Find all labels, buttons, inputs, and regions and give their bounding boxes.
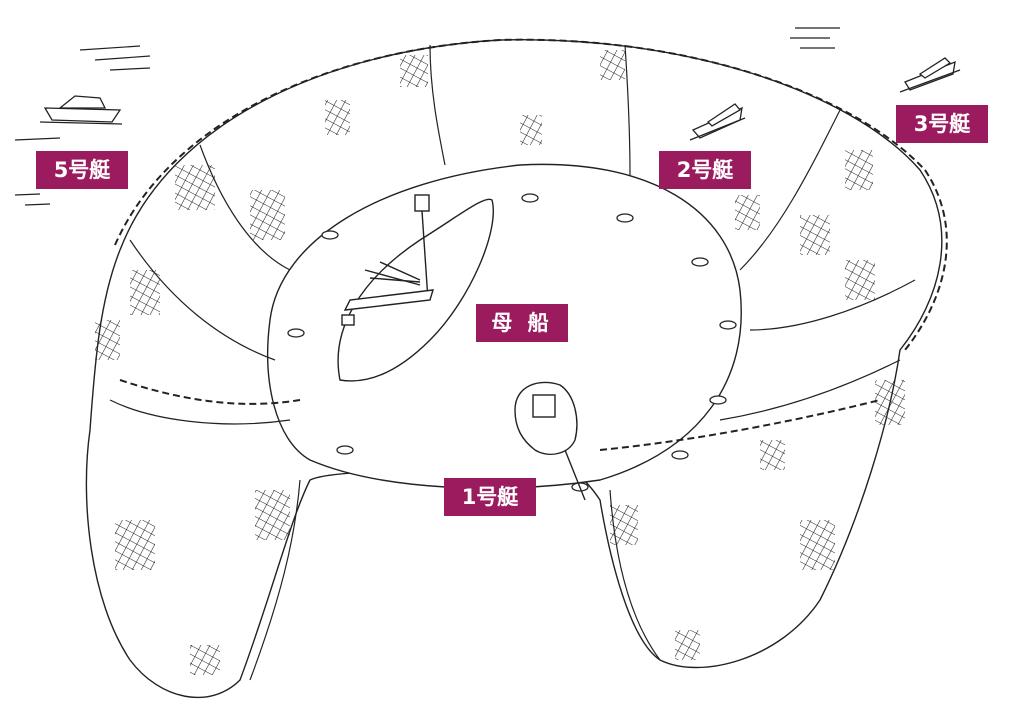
skiff-boat-icon bbox=[514, 381, 586, 501]
boat-5-label: 5号艇 bbox=[36, 151, 128, 189]
wake-lines bbox=[14, 27, 840, 206]
boat-5-icon bbox=[39, 95, 123, 125]
float-line bbox=[114, 38, 948, 451]
boat-1-label: 1号艇 bbox=[444, 478, 536, 516]
mother-ship-label: 母 船 bbox=[476, 304, 568, 342]
boat-3-label: 3号艇 bbox=[896, 105, 988, 143]
rim-floats bbox=[287, 193, 737, 492]
boat-2-label: 2号艇 bbox=[659, 151, 751, 189]
net-mesh-hatching bbox=[95, 50, 905, 675]
boat-3-icon bbox=[899, 57, 961, 93]
net-panel-lines bbox=[109, 44, 916, 681]
boat-2-icon bbox=[689, 103, 746, 141]
mother-ship-icon bbox=[337, 194, 494, 382]
